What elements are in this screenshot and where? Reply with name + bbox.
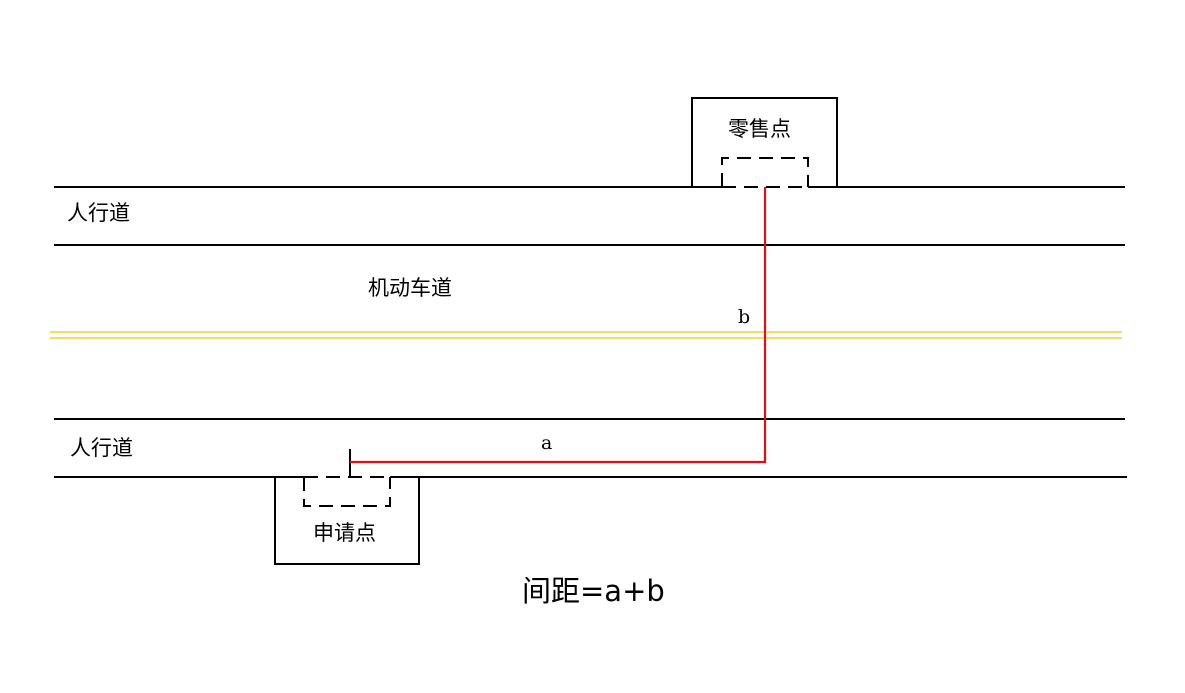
segment-a-label: a: [541, 432, 552, 454]
sidewalk-bottom-label: 人行道: [70, 436, 133, 460]
distance-path: [350, 187, 767, 464]
retail-point-box: [691, 97, 838, 187]
sidewalk-top-label: 人行道: [67, 201, 130, 225]
retail-point-entrance: [721, 157, 809, 187]
segment-b-label: b: [738, 306, 750, 328]
application-point-box: [274, 477, 420, 565]
formula-label: 间距=a+b: [522, 574, 665, 608]
retail-point-label: 零售点: [728, 117, 791, 141]
motorway-label: 机动车道: [368, 276, 452, 300]
application-point-label: 申请点: [313, 521, 376, 545]
application-point-entrance: [303, 477, 391, 507]
